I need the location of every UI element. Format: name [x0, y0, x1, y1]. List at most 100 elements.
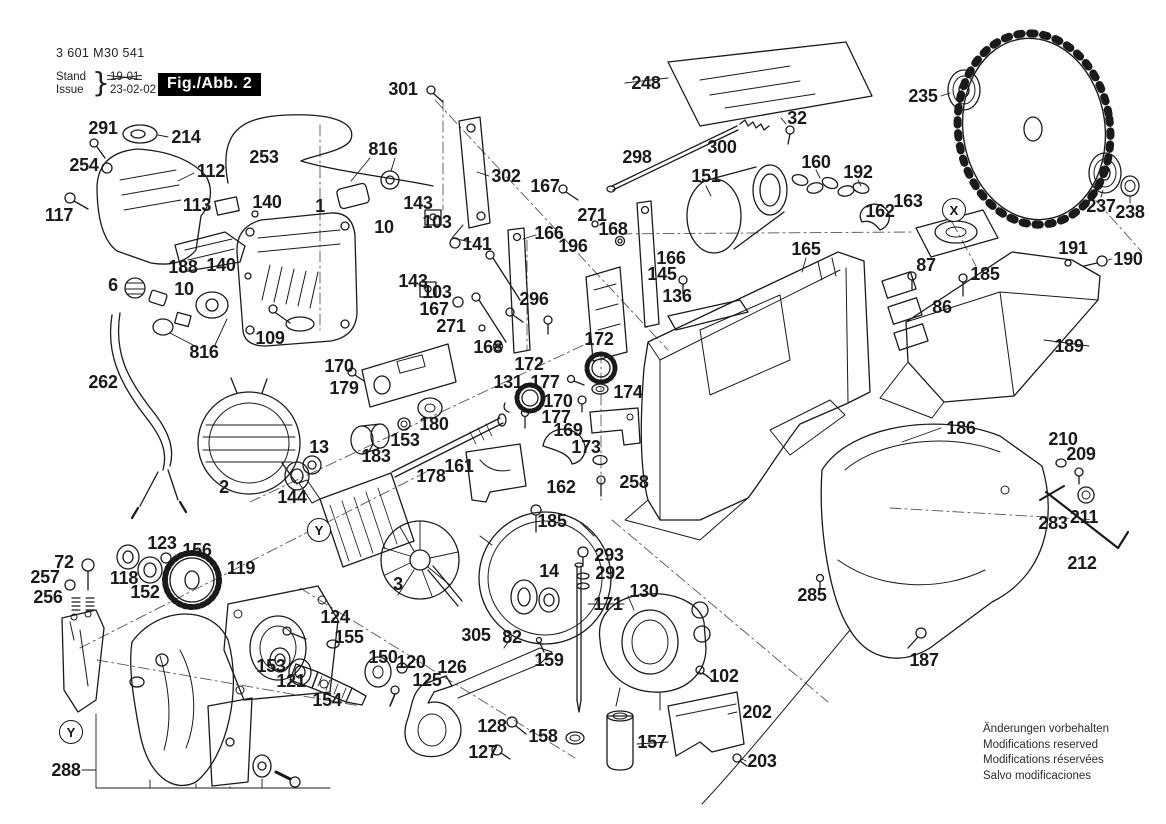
part-label-177: 177 [541, 407, 571, 427]
part-label-168: 168 [598, 219, 628, 239]
part-label-172: 172 [584, 329, 614, 349]
part-label-128: 128 [477, 716, 507, 736]
part-label-167: 167 [530, 176, 560, 196]
part-label-173: 173 [571, 437, 601, 457]
part-label-119: 119 [226, 558, 256, 578]
lever-sketch [404, 636, 553, 760]
part-label-103: 103 [422, 212, 452, 232]
part-label-211: 211 [1069, 507, 1099, 527]
part-label-816: 816 [368, 139, 398, 159]
part-label-140: 140 [206, 255, 236, 275]
part-label-102: 102 [709, 666, 739, 686]
bevel-gear-cluster-sketch [347, 351, 641, 497]
part-label-166: 166 [534, 223, 564, 243]
part-label-6: 6 [108, 275, 118, 295]
part-label-203: 203 [747, 751, 777, 771]
part-label-174: 174 [613, 382, 643, 402]
part-label-254: 254 [69, 155, 99, 175]
part-label-10: 10 [174, 279, 194, 299]
power-cord-sketch [109, 312, 188, 520]
part-label-160: 160 [801, 152, 831, 172]
part-label-136: 136 [662, 286, 692, 306]
part-label-291: 291 [88, 118, 118, 138]
part-label-185: 185 [537, 511, 567, 531]
figure-label: Fig./Abb. 2 [158, 73, 262, 96]
upper-guard-sketch [879, 251, 1101, 419]
legal-line: Modifications reserved [983, 738, 1099, 751]
part-label-293: 293 [594, 545, 624, 565]
part-label-296: 296 [519, 289, 549, 309]
part-label-186: 186 [946, 418, 976, 438]
part-label-121: 121 [276, 671, 306, 691]
small-hardware-mid-sketch [419, 184, 626, 352]
link-bar-302-sketch [426, 85, 491, 243]
left-guard-sketch [61, 609, 331, 789]
spindle-sketch [289, 656, 408, 707]
part-label-82: 82 [502, 627, 522, 647]
legal-line: Änderungen vorbehalten [983, 723, 1109, 735]
part-label-210: 210 [1048, 429, 1078, 449]
part-label-237: 237 [1086, 196, 1116, 216]
bracket-136-sketch [543, 275, 749, 335]
part-label-143: 143 [398, 271, 428, 291]
part-label-305: 305 [461, 625, 491, 645]
part-label-214: 214 [171, 127, 201, 147]
part-label-816: 816 [189, 342, 219, 362]
part-label-167: 167 [419, 299, 449, 319]
part-label-292: 292 [595, 563, 625, 583]
part-label-3: 3 [393, 574, 403, 594]
legal-line: Salvo modificaciones [983, 769, 1092, 782]
part-label-191: 191 [1058, 238, 1088, 258]
part-label-103: 103 [422, 282, 452, 302]
part-label-124: 124 [320, 607, 350, 627]
dust-chute-sketch [686, 164, 788, 254]
part-label-170: 170 [324, 356, 354, 376]
part-label-283: 283 [1038, 513, 1068, 533]
main-housing-sketch [624, 251, 871, 541]
part-label-165: 165 [791, 239, 821, 259]
part-label-256: 256 [33, 587, 63, 607]
part-label-157: 157 [637, 732, 667, 752]
part-label-113: 113 [182, 195, 212, 215]
part-label-168: 168 [473, 337, 503, 357]
part-label-117: 117 [44, 205, 74, 225]
armature-fan-sketch [281, 462, 463, 607]
part-label-150: 150 [368, 647, 398, 667]
part-label-86: 86 [932, 297, 952, 317]
part-label-156: 156 [182, 540, 212, 560]
part-label-178: 178 [416, 466, 446, 486]
clamp-plate-sketch [667, 691, 748, 767]
part-label-235: 235 [908, 86, 938, 106]
stator-sketch [197, 377, 322, 495]
part-label-162: 162 [865, 201, 895, 221]
part-label-151: 151 [691, 166, 721, 186]
view-marker-Y: Y [307, 518, 331, 542]
part-label-2: 2 [219, 477, 229, 497]
part-label-154: 154 [312, 690, 342, 710]
fan-cowl-sketch [478, 511, 612, 649]
part-label-145: 145 [647, 264, 677, 284]
trunnion-casting-sketch [598, 593, 713, 711]
part-label-189: 189 [1054, 336, 1084, 356]
part-label-166: 166 [656, 248, 686, 268]
part-label-120: 120 [396, 652, 426, 672]
part-label-125: 125 [412, 670, 442, 690]
part-label-155: 155 [334, 627, 364, 647]
part-label-171: 171 [593, 594, 623, 614]
part-label-162: 162 [546, 477, 576, 497]
part-label-158: 158 [528, 726, 558, 746]
stand-label: Stand [56, 71, 87, 83]
part-label-262: 262 [88, 372, 118, 392]
part-label-123: 123 [147, 533, 177, 553]
part-label-300: 300 [707, 137, 737, 157]
part-label-13: 13 [309, 437, 329, 457]
part-label-302: 302 [491, 166, 521, 186]
part-label-202: 202 [742, 702, 772, 722]
chain-sketch [791, 169, 870, 197]
wire-loop-sketch [225, 114, 434, 187]
stand-issue-labels: Stand Issue [56, 71, 86, 96]
part-label-248: 248 [631, 73, 661, 93]
construction-lines [79, 99, 1143, 759]
